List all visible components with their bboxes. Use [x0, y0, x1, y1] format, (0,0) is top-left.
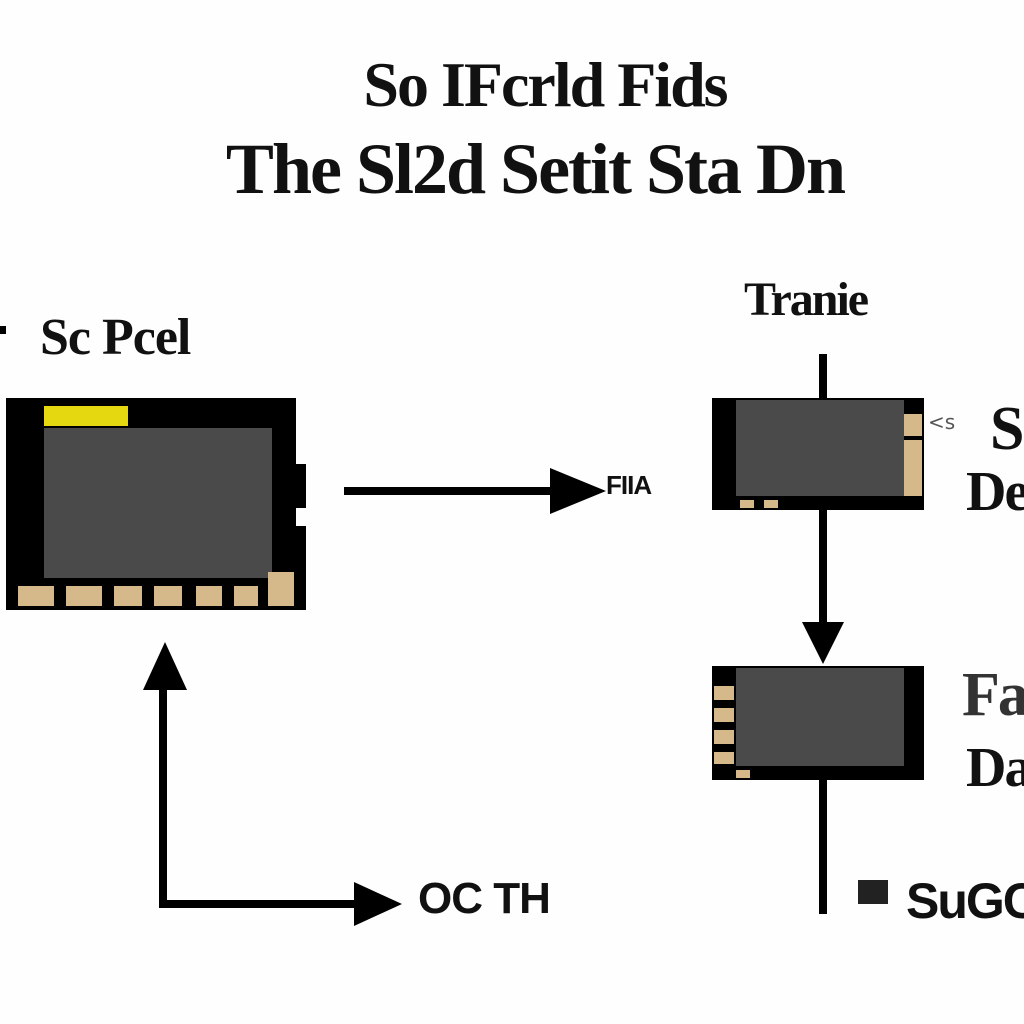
side-top-label-2: De [966, 461, 1024, 523]
bottom-right-label: SuGC [906, 873, 1024, 929]
bottom-left-label: OC TH [418, 874, 551, 923]
left-block-label: Sc Pcel [40, 309, 191, 366]
diagram-title-line-2: The Sl2d Setit Sta Dn [225, 129, 846, 209]
left-module-notch [290, 464, 306, 508]
right-bottom-module [712, 666, 924, 780]
left-edge-mark [0, 326, 6, 334]
side-bottom-label-2: Da [966, 737, 1024, 799]
arrow-right [344, 468, 606, 514]
side-top-label-1: S [990, 395, 1024, 463]
right-top-label: Tranie [744, 273, 869, 326]
side-bottom-label-1: Fa [962, 661, 1024, 729]
left-module-contacts [18, 572, 294, 606]
diagram-title-line-1: So IFcrld Fids [363, 49, 728, 120]
bottom-right-mark [858, 880, 888, 904]
left-module-panel [44, 428, 272, 578]
left-module [6, 398, 306, 610]
arrow-label: FIIA [606, 470, 652, 500]
right-flow [802, 354, 844, 914]
right-top-module [712, 398, 924, 510]
arrow-up [143, 642, 402, 926]
tiny-note-label: <s [928, 410, 956, 434]
left-module-yellow-label [44, 406, 128, 426]
